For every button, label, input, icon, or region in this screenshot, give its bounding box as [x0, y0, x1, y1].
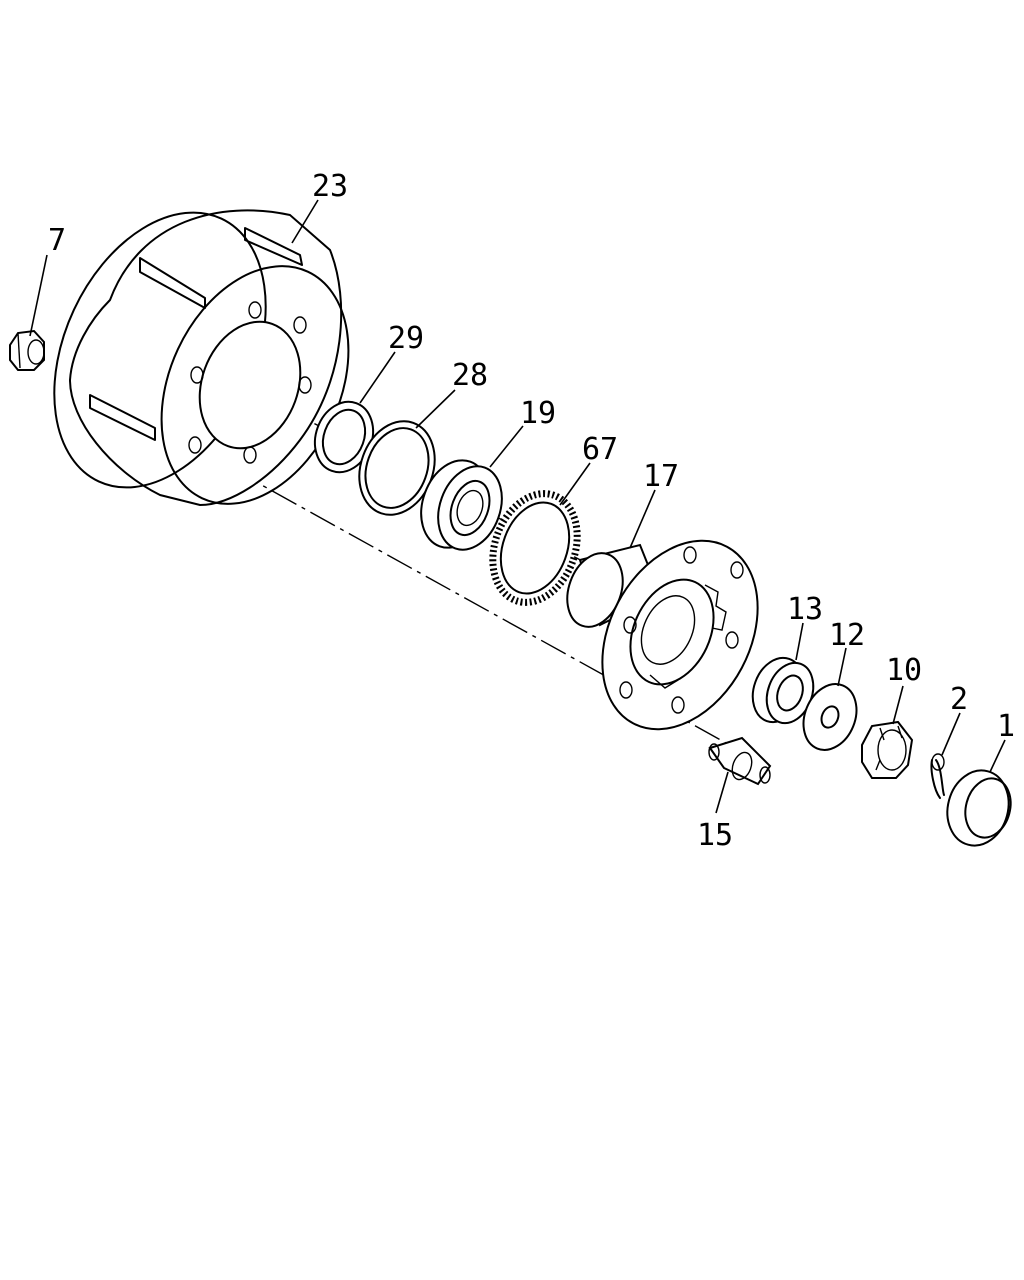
- leader-15: [715, 771, 729, 814]
- part-67-sensor-ring: [489, 490, 581, 606]
- callout-12: 12: [829, 618, 865, 653]
- leader-19: [489, 425, 524, 468]
- part-23-brake-drum: [53, 209, 350, 507]
- stud-axis-line: [194, 447, 736, 749]
- drum-stud-holes: [188, 301, 312, 464]
- leader-13: [795, 622, 804, 661]
- leader-1: [989, 739, 1006, 773]
- part-15-wheel-stud: [708, 736, 772, 786]
- leader-67: [559, 462, 591, 506]
- leader-10: [892, 685, 904, 725]
- leader-lines: [29, 199, 1006, 814]
- part-1-hub-cap: [946, 769, 1012, 847]
- callout-7: 7: [48, 223, 66, 258]
- part-10-castle-nut: [861, 720, 914, 779]
- hub-stud-holes: [619, 546, 744, 714]
- part-13-outer-bearing: [751, 656, 815, 725]
- callout-10: 10: [886, 653, 922, 688]
- callout-19: 19: [520, 396, 556, 431]
- callout-1: 1: [997, 709, 1015, 744]
- part-19-bearing: [420, 459, 503, 551]
- callout-29: 29: [388, 321, 424, 356]
- leader-28: [415, 389, 456, 429]
- callout-2: 2: [950, 682, 968, 717]
- callout-28: 28: [452, 358, 488, 393]
- callout-13: 13: [787, 592, 823, 627]
- leader-7: [29, 254, 48, 337]
- part-12-washer: [802, 683, 858, 751]
- callout-15: 15: [697, 818, 733, 853]
- part-17-wheel-hub: [566, 539, 759, 731]
- callout-17: 17: [643, 459, 679, 494]
- part-7-wheel-nut: [9, 329, 45, 371]
- leader-2: [941, 712, 961, 756]
- callout-67: 67: [582, 432, 618, 467]
- leader-12: [837, 647, 847, 687]
- part-2-cotter-pin: [930, 753, 945, 799]
- leader-23: [291, 199, 319, 244]
- leader-29: [359, 351, 396, 404]
- leader-17: [629, 489, 656, 549]
- part-29-oil-seal: [313, 400, 375, 474]
- callout-23: 23: [312, 169, 348, 204]
- callout-labels: 23 7 29 28 19 67 17 13 12 10 2 1 15: [48, 169, 1015, 853]
